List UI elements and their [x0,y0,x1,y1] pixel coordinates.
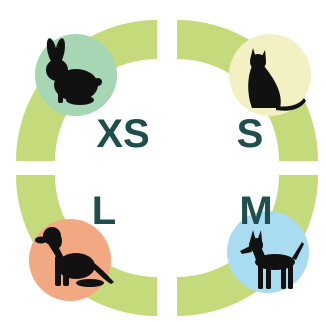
cat-icon [248,48,306,111]
size-s: S [229,34,311,156]
size-l: L [29,189,116,301]
l-label: L [92,189,116,233]
xs-label: XS [96,112,149,156]
s-label: S [237,112,264,156]
rabbit-icon [46,38,102,105]
ring-segment-bottom-left [16,175,157,316]
ring [16,20,318,316]
m-label: M [239,189,272,233]
medium-dog-icon [240,230,304,289]
size-m: M [227,189,309,293]
ring-segment-top-left [16,20,157,161]
ring-segment-bottom-right [177,175,318,316]
ring-segment-top-right [177,20,318,161]
large-dog-icon [35,227,114,287]
size-xs: XS [35,34,150,156]
